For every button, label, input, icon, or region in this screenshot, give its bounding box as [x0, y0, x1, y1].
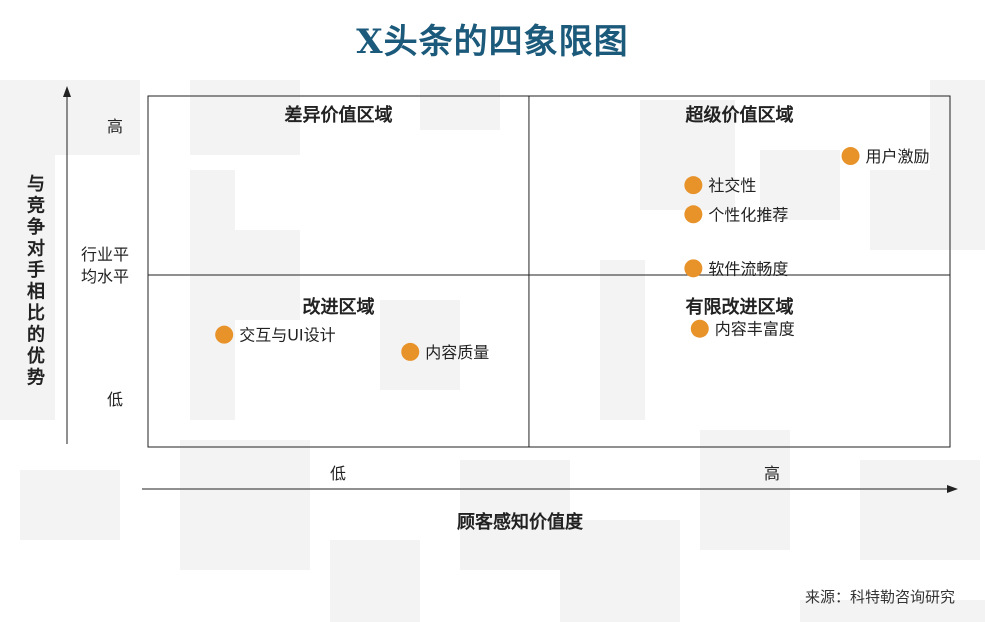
data-point-0	[841, 147, 860, 166]
data-point-label-1: 社交性	[708, 176, 756, 195]
data-point-label-5: 交互与UI设计	[239, 326, 335, 345]
y-tick-industry-average: 行业平均水平	[81, 245, 129, 286]
plot-frame	[147, 95, 951, 448]
data-point-label-3: 软件流畅度	[708, 259, 788, 278]
chart-title: X头条的四象限图	[356, 22, 629, 62]
x-axis-arrowhead	[947, 485, 958, 493]
quadrant-label-top-right: 超级价值区域	[685, 104, 793, 126]
source-note: 来源：科特勒咨询研究	[804, 588, 955, 606]
x-axis-title: 顾客感知价值度	[457, 511, 584, 533]
y-axis-arrowhead	[63, 86, 71, 97]
data-point-label-6: 内容质量	[425, 343, 489, 362]
data-point-label-0: 用户激励	[866, 147, 930, 166]
x-tick-low: 低	[330, 464, 346, 483]
data-point-2	[684, 205, 703, 224]
quadrant-label-top-left: 差异价值区域	[284, 104, 392, 126]
quadrant-label-bottom-right: 有限改进区域	[685, 296, 793, 318]
quadrant-label-bottom-left: 改进区域	[302, 296, 374, 318]
data-point-4	[690, 319, 709, 338]
data-point-5	[215, 325, 234, 344]
data-point-label-2: 个性化推荐	[708, 205, 788, 224]
data-point-3	[684, 259, 703, 278]
x-tick-high: 高	[764, 464, 780, 483]
data-point-1	[684, 176, 703, 195]
y-axis-title: 与竞争对手相比的优势	[27, 174, 45, 389]
y-tick-high: 高	[107, 117, 123, 136]
y-tick-low: 低	[107, 390, 123, 409]
data-point-label-4: 内容丰富度	[715, 320, 795, 339]
data-point-6	[401, 342, 420, 361]
